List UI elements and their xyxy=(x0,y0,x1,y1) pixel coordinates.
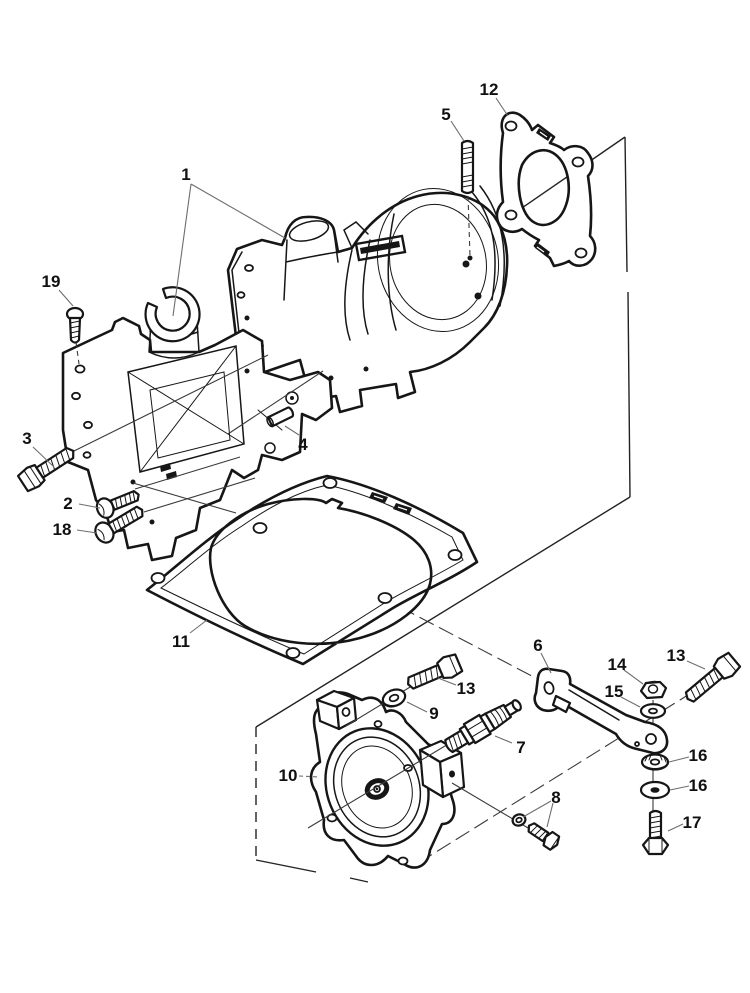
callout-7: 7 xyxy=(516,738,525,757)
callout-15: 15 xyxy=(605,682,624,701)
callout-5: 5 xyxy=(441,105,450,124)
pump-housing xyxy=(309,689,466,869)
screw-18 xyxy=(94,505,144,544)
screw-2 xyxy=(95,490,140,519)
callout-10: 10 xyxy=(279,766,298,785)
callout-1: 1 xyxy=(181,165,190,184)
callout-19: 19 xyxy=(42,272,61,291)
washer-15 xyxy=(639,703,667,719)
callout-2: 2 xyxy=(63,494,72,513)
spark-plug-7 xyxy=(444,698,523,754)
bolt-13-left xyxy=(407,653,464,690)
callout-17: 17 xyxy=(683,813,702,832)
callout-13-right: 13 xyxy=(667,646,686,665)
callout-11: 11 xyxy=(172,632,190,651)
assembly-axis-lines-front xyxy=(71,195,471,514)
washer-16-upper xyxy=(640,753,670,771)
mounting-stud xyxy=(460,139,475,195)
screw-8 xyxy=(527,822,561,851)
mounting-bracket xyxy=(533,667,669,755)
throttle-body-gasket xyxy=(495,111,597,268)
callout-3: 3 xyxy=(22,429,31,448)
washer-9 xyxy=(381,688,407,708)
nut-14 xyxy=(639,680,668,700)
callout-14: 14 xyxy=(608,655,627,674)
callout-9: 9 xyxy=(429,704,438,723)
fuel-bowl-gasket xyxy=(145,474,479,666)
callout-12: 12 xyxy=(480,80,499,99)
pin-4 xyxy=(266,406,295,428)
callout-4: 4 xyxy=(298,435,308,454)
leader-lines xyxy=(32,97,706,832)
screw-19 xyxy=(65,306,85,344)
screw-3 xyxy=(16,446,75,493)
callout-13-left: 13 xyxy=(457,679,476,698)
bolt-17 xyxy=(641,809,670,856)
washer-16-lower xyxy=(639,780,671,800)
callout-8: 8 xyxy=(551,788,560,807)
callout-labels: 1 19 3 2 18 5 12 4 11 6 14 15 13 13 9 7 … xyxy=(22,80,707,832)
callout-16-upper: 16 xyxy=(689,746,708,765)
callout-6: 6 xyxy=(533,636,542,655)
perspective-frame xyxy=(255,136,631,883)
bolt-13-right xyxy=(684,651,742,703)
washer-clip-8 xyxy=(511,813,527,827)
callout-18: 18 xyxy=(53,520,72,539)
callout-16-lower: 16 xyxy=(689,776,708,795)
